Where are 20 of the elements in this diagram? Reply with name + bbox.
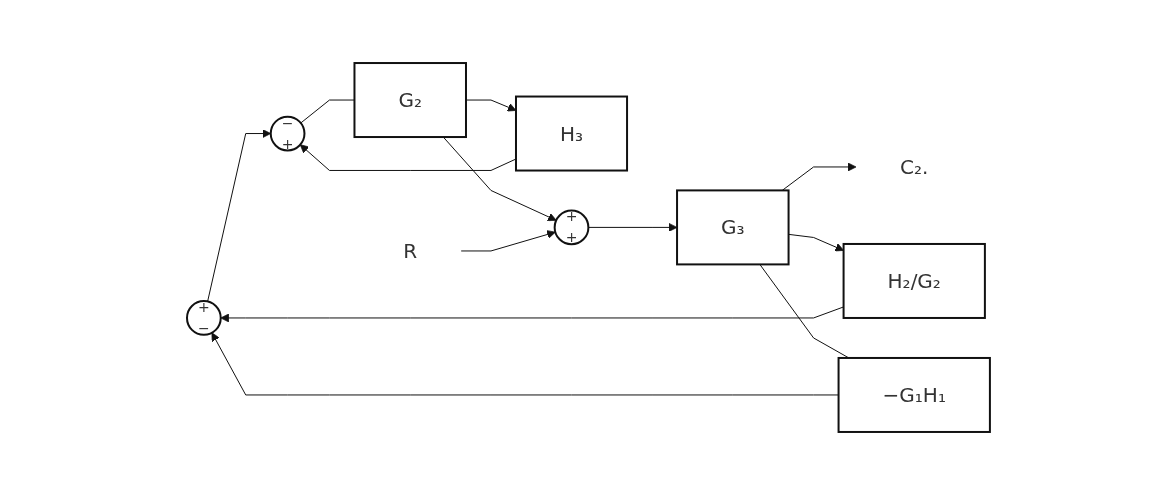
node-text: R bbox=[402, 238, 417, 263]
node-box: H₃ bbox=[514, 95, 628, 172]
arrow bbox=[781, 162, 856, 191]
connector bbox=[299, 99, 355, 124]
arrow bbox=[206, 129, 271, 302]
node-circle: + + bbox=[553, 209, 589, 246]
arrow bbox=[219, 306, 844, 323]
arrow bbox=[587, 223, 677, 232]
node-text: C₂. bbox=[899, 154, 928, 179]
node-box: −G₁H₁ bbox=[837, 356, 991, 433]
node-box: H₂/G₂ bbox=[842, 242, 986, 319]
arrow bbox=[460, 230, 556, 252]
connector bbox=[758, 263, 849, 359]
node-circle: + − bbox=[185, 300, 222, 336]
node-circle: − + bbox=[269, 115, 305, 152]
node-box: G₃ bbox=[675, 189, 790, 266]
arrow bbox=[442, 136, 557, 222]
arrow bbox=[211, 332, 839, 396]
node-box: G₂ bbox=[353, 62, 467, 139]
arrow bbox=[465, 99, 516, 112]
